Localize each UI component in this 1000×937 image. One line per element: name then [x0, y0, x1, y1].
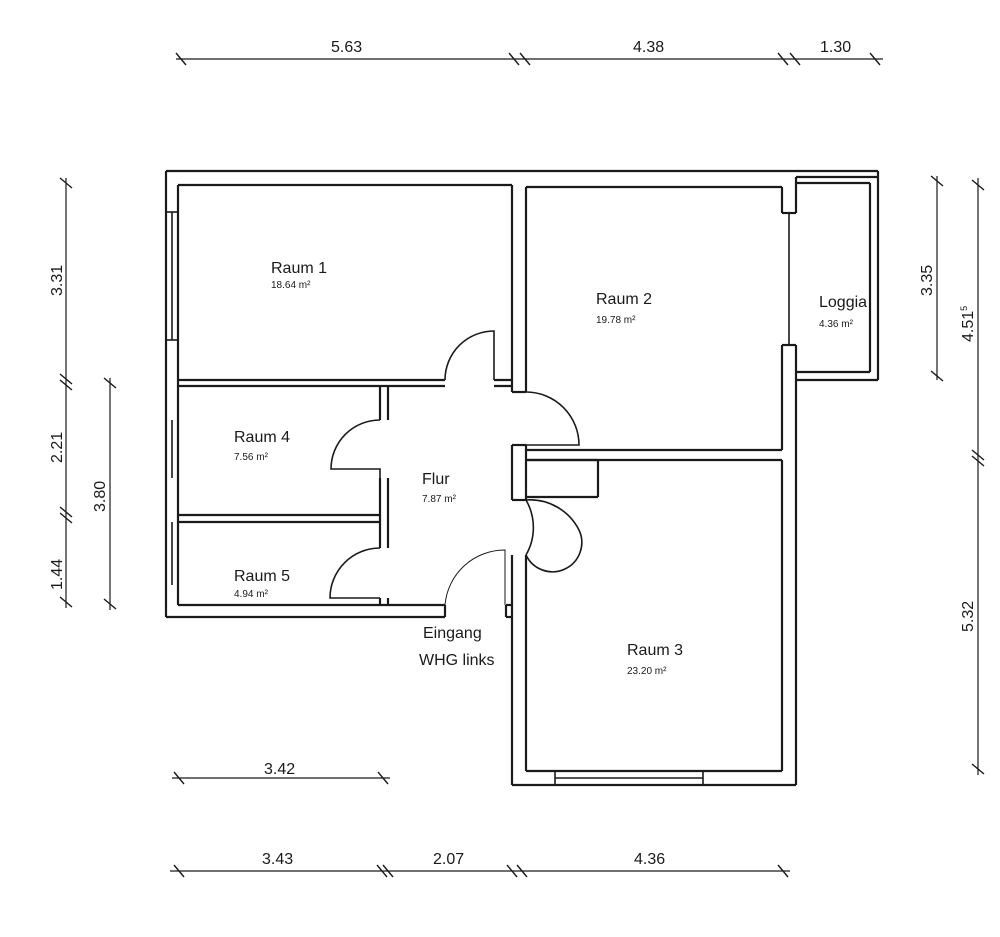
room-name-raum3: Raum 3 — [627, 642, 683, 659]
room-area-raum1: 18.64 m² — [271, 280, 311, 291]
room-area-flur: 7.87 m² — [422, 494, 457, 505]
dim-bottom-upper: 3.42 — [264, 761, 295, 778]
dim-bottom-3: 4.36 — [634, 851, 665, 868]
room-area-loggia: 4.36 m² — [819, 319, 854, 330]
dim-top-3: 1.30 — [820, 39, 851, 56]
dim-top-1: 5.63 — [331, 39, 362, 56]
dim-right-outer-main: 4.515 — [959, 306, 977, 342]
entrance-label-line1: Eingang — [423, 625, 482, 642]
inner-walls — [178, 185, 600, 605]
dim-top-2: 4.38 — [633, 39, 664, 56]
room-name-raum5: Raum 5 — [234, 568, 290, 585]
room-name-flur: Flur — [422, 471, 450, 488]
dim-right-outer-value: 4.51 — [960, 311, 977, 342]
outer-walls — [164, 169, 880, 787]
dim-left-2: 2.21 — [49, 432, 66, 463]
dim-left-3: 1.44 — [49, 559, 66, 590]
dim-left-1: 3.31 — [49, 265, 66, 296]
doors — [329, 330, 583, 606]
room-name-loggia: Loggia — [819, 294, 867, 311]
room-area-raum5: 4.94 m² — [234, 589, 269, 600]
dim-right-inner: 3.35 — [919, 265, 936, 296]
dim-bottom-2: 2.07 — [433, 851, 464, 868]
room-name-raum2: Raum 2 — [596, 291, 652, 308]
room-name-raum1: Raum 1 — [271, 260, 327, 277]
room-name-raum4: Raum 4 — [234, 429, 290, 446]
room-area-raum2: 19.78 m² — [596, 315, 636, 326]
dimension-lines: 5.63 4.38 1.30 3.42 3.43 2.07 4.36 3.31 … — [49, 39, 985, 878]
dim-right-outer-lower: 5.32 — [960, 601, 977, 632]
room-area-raum4: 7.56 m² — [234, 452, 269, 463]
room-area-raum3: 23.20 m² — [627, 666, 667, 677]
dim-right-outer-superscript: 5 — [959, 306, 969, 311]
entrance-label-line2: WHG links — [419, 652, 495, 669]
dim-left-inner: 3.80 — [92, 481, 109, 512]
room-labels: Raum 1 18.64 m² Raum 2 19.78 m² Loggia 4… — [234, 260, 867, 677]
dim-bottom-1: 3.43 — [262, 851, 293, 868]
